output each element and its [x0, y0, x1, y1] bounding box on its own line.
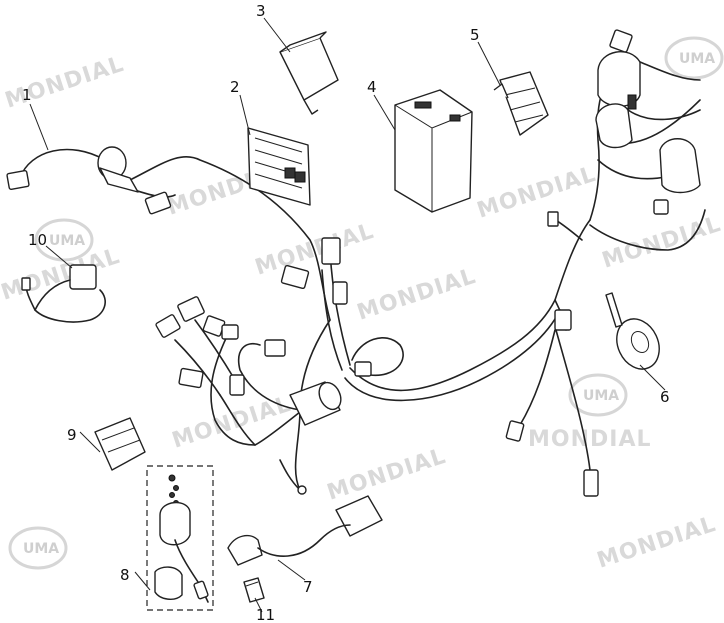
watermark-text: MONDIAL: [528, 427, 652, 452]
svg-text:UMA: UMA: [49, 233, 85, 249]
part-7-ignition-coil: [227, 495, 383, 566]
svg-text:UMA: UMA: [583, 388, 619, 404]
callout-3: 3: [256, 2, 266, 20]
part-8-switch-assembly: [146, 465, 214, 611]
callout-6: 6: [660, 388, 670, 406]
callout-1: 1: [22, 86, 32, 104]
callout-labels: 1 2 3 4 5 6 7 8 9 10 11: [22, 2, 670, 623]
part-4-battery: [394, 89, 473, 213]
watermark-text: MONDIAL: [354, 264, 479, 326]
watermark-text: MONDIAL: [594, 512, 719, 574]
callout-2: 2: [230, 78, 240, 96]
leader-lines: [29, 17, 666, 613]
callout-4: 4: [367, 78, 377, 96]
watermark-badge: UMA: [664, 36, 724, 80]
part-1-fuse-holder: [97, 146, 139, 193]
watermark-text: MONDIAL: [2, 52, 127, 114]
part-2-fuse-box: [247, 127, 311, 206]
svg-text:UMA: UMA: [679, 51, 715, 67]
watermark-text: MONDIAL: [474, 162, 599, 224]
watermark-text: MONDIAL: [324, 444, 449, 506]
watermark-text: MONDIAL: [599, 212, 724, 274]
main-wiring-harness: [19, 69, 706, 491]
callout-10: 10: [28, 231, 47, 249]
harness-connectors: [6, 170, 599, 497]
part-6-horn: [605, 292, 660, 370]
part-11-clip: [243, 577, 265, 603]
callout-11: 11: [256, 606, 275, 623]
watermark-badge: UMA: [568, 373, 628, 417]
callout-5: 5: [470, 26, 480, 44]
svg-text:UMA: UMA: [23, 541, 59, 557]
part-10-relay: [21, 264, 106, 323]
ignition-coils: [595, 29, 701, 215]
callout-7: 7: [303, 578, 313, 596]
part-9-flasher-relay: [94, 417, 146, 471]
watermark-text: MONDIAL: [169, 392, 294, 454]
watermark-badge: UMA: [8, 526, 68, 570]
part-5-regulator: [493, 71, 549, 136]
callout-9: 9: [67, 426, 77, 444]
callout-8: 8: [120, 566, 130, 584]
part-3-cdi-unit: [279, 31, 339, 115]
watermark-badge: UMA: [34, 218, 94, 262]
